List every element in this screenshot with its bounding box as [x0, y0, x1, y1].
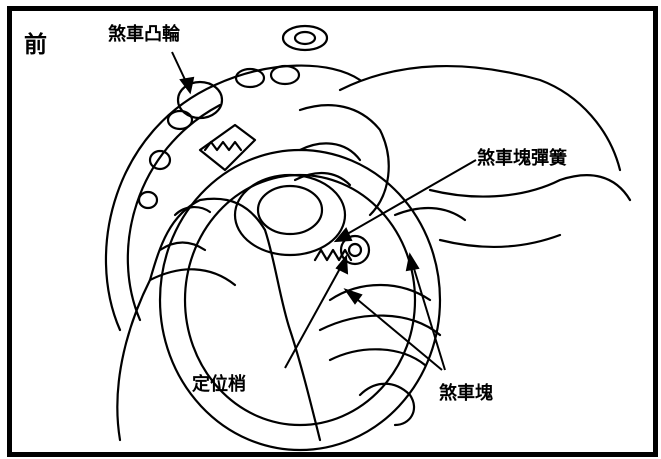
brake-shoe-arc-1	[328, 284, 432, 302]
arrow-shoe-2	[411, 261, 446, 371]
drum-outer-ring	[104, 64, 362, 332]
brake-cam-label: 煞車凸輪	[108, 24, 180, 45]
drum-inner-ring	[126, 103, 222, 322]
brake-shoe-arc-2	[318, 314, 442, 337]
arrow-spring	[341, 159, 477, 238]
lug-top	[281, 24, 329, 52]
hub-ring-1	[158, 148, 442, 452]
arrow-shoe-1	[351, 294, 443, 371]
hub-ring-3	[233, 173, 347, 257]
left-hand	[116, 197, 322, 442]
brake-cam-shape	[198, 123, 257, 172]
spring-lower	[313, 248, 353, 262]
brake-shoe-label: 煞車塊	[439, 383, 493, 404]
brake-shoe-spring-label: 煞車塊彈簧	[477, 148, 567, 169]
arrow-locating-pin	[284, 262, 344, 369]
spring-upper	[203, 140, 243, 152]
front-label: 前	[24, 32, 47, 58]
locating-pin-shape	[339, 234, 371, 266]
figure-frame	[7, 6, 658, 457]
right-hand	[338, 64, 622, 172]
hub-center	[256, 184, 324, 236]
locating-pin-label: 定位梢	[192, 374, 246, 395]
